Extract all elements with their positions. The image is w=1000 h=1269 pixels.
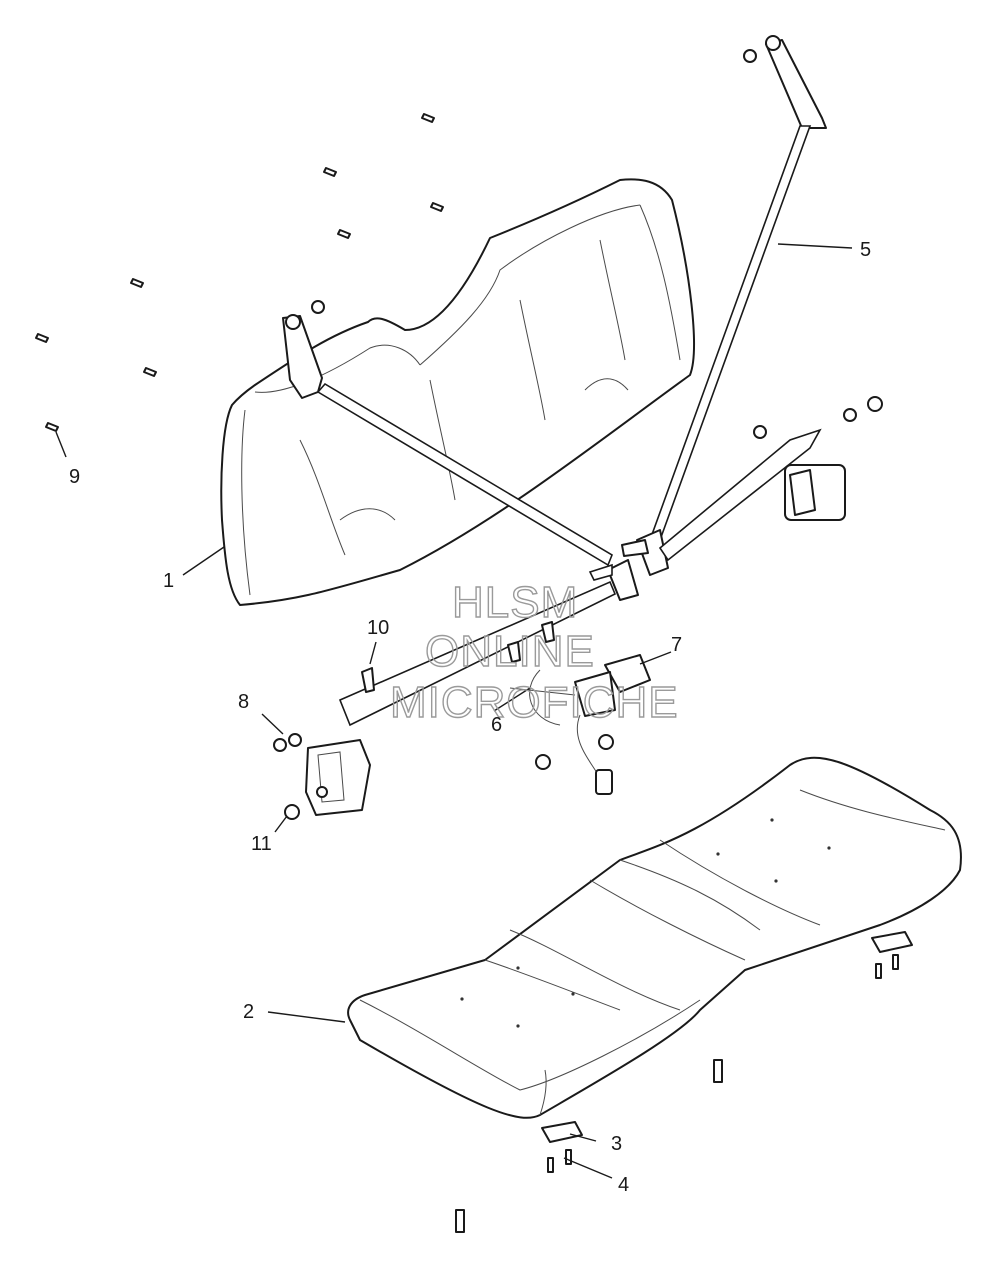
callout-5: 5 [860,239,871,261]
watermark-line3: MICROFICHE [390,678,679,727]
left-retractor [305,739,371,816]
seat-base-dots [460,818,831,1028]
right-retractor [658,396,883,562]
left-shoulder-anchor [282,300,325,399]
callout-6: 6 [491,714,502,736]
lower-lap-strap [338,580,617,727]
callout-4: 4 [618,1174,629,1196]
seat-base [347,756,962,1119]
screws [35,113,444,432]
leader-lines [55,243,853,1179]
center-buckle [588,559,639,601]
callout-3: 3 [611,1133,622,1155]
watermark: HLSM ONLINE MICROFICHE [389,577,679,727]
callout-11: 11 [251,833,272,855]
seat-back [220,178,695,606]
callout-9: 9 [69,466,80,488]
lap-shoulder-strap [316,382,613,567]
callout-2: 2 [243,1001,254,1023]
watermark-line1: HLSM [452,578,578,627]
callout-10: 10 [367,617,389,639]
callout-8: 8 [238,691,249,713]
watermark-line2: ONLINE [425,627,595,676]
callout-7: 7 [671,634,682,656]
callout-1: 1 [163,570,174,592]
callouts: 1 2 3 4 5 6 7 8 9 10 11 [69,239,871,1196]
shoulder-belt-assembly [621,35,827,576]
hardware-left [273,621,555,820]
buckle-assemblies [509,654,651,795]
